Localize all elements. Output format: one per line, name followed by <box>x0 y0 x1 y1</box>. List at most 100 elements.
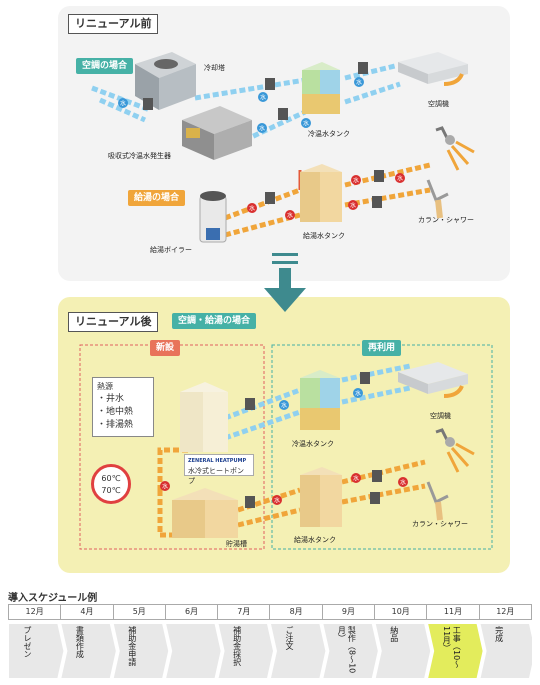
reuse-tag: 再利用 <box>362 340 402 356</box>
schedule-step <box>113 624 169 678</box>
pumps-before-hw <box>265 170 384 208</box>
label-storage-tank: 貯湯槽 <box>226 540 247 548</box>
month-header: 11月 <box>427 604 480 620</box>
heatpump-brand-logo: ZENERAL HEATPUMP 水冷式ヒートポンプ <box>184 454 254 485</box>
label-absorption-chiller: 吸収式冷温水発生器 <box>108 152 171 160</box>
schedule-tasks: プレゼン 書類作成 補助金申請 補助金採択 ご注文 製作（8〜10月） 納品 工事（10〜11… <box>8 624 532 678</box>
hotwater-case-tag: 給湯の場合 <box>128 190 186 206</box>
label-hot-tank-after: 給湯水タンク <box>294 536 336 544</box>
hot-tank-before-icon <box>300 164 342 222</box>
ac-unit-after-icon <box>398 362 468 394</box>
boiler-icon <box>199 191 227 243</box>
schedule-step <box>9 624 64 678</box>
heat-source-item: ・排湯熱 <box>97 420 134 430</box>
water-mark-text: 水 <box>120 100 126 108</box>
label-boiler: 給湯ボイラー <box>150 246 192 254</box>
month-header: 5月 <box>113 604 166 620</box>
schedule-step-label: 完成 <box>494 626 504 642</box>
water-mark-text: 水 <box>259 125 265 133</box>
water-mark-text: 水 <box>162 483 168 491</box>
ac-case-tag: 空調の場合 <box>76 58 134 74</box>
schedule-step-label-wrap: プレゼン <box>8 624 60 678</box>
cooling-tower-icon <box>135 52 196 110</box>
schedule-step-label: 納品 <box>389 626 399 642</box>
heat-source-box: 熱源 ・井水 ・地中熱 ・排湯熱 <box>92 377 154 437</box>
ac-airflow-icon <box>443 73 464 86</box>
red-water-marks-before: 水水水水水 <box>247 173 405 220</box>
label-ac-unit-after: 空調機 <box>430 412 451 420</box>
schedule-step-label-wrap: 製作（8〜10月） <box>322 624 374 678</box>
water-mark-text: 水 <box>356 79 362 87</box>
schedule-step <box>271 624 326 678</box>
water-mark-text: 水 <box>353 475 359 483</box>
month-header: 10月 <box>375 604 428 620</box>
month-header: 9月 <box>322 604 376 620</box>
month-header: 12月 <box>479 604 532 620</box>
schedule-step-label-wrap: 補助金申請 <box>113 624 165 678</box>
label-cold-tank-after: 冷温水タンク <box>292 440 334 448</box>
heat-pump-icon <box>180 382 228 452</box>
month-header: 12月 <box>8 604 62 620</box>
water-mark-text: 水 <box>274 497 280 505</box>
label-heatpump: 水冷式ヒートポンプ <box>188 467 244 485</box>
absorption-chiller-icon <box>182 106 252 160</box>
before-title: リニューアル前 <box>68 14 159 34</box>
schedule-chevrons <box>9 624 532 678</box>
schedule-step <box>323 624 378 678</box>
schedule-step-label: 工事（10〜11月） <box>442 626 462 669</box>
water-mark-text: 水 <box>400 479 406 487</box>
cold-tank-before-icon <box>302 62 340 114</box>
shower-before-icon <box>426 126 475 219</box>
schedule-step-label: プレゼン <box>23 626 32 658</box>
label-shower-before: カラン・シャワー <box>418 216 474 224</box>
month-header: 4月 <box>61 604 114 620</box>
temp-60: 60℃ <box>101 474 121 483</box>
schedule-step-label: 書類作成 <box>75 626 85 658</box>
heat-source-item: ・地中熱 <box>97 407 134 417</box>
water-mark-text: 水 <box>281 402 287 410</box>
schedule-step-label-wrap: 納品 <box>375 624 427 678</box>
water-mark-text: 水 <box>260 94 266 102</box>
label-cold-tank-before: 冷温水タンク <box>308 130 350 138</box>
label-hot-tank-before: 給湯水タンク <box>303 232 345 240</box>
ac-unit-before-icon <box>398 52 468 84</box>
water-mark-text: 水 <box>350 202 356 210</box>
schedule-step <box>218 624 273 678</box>
water-mark-text: 水 <box>397 175 403 183</box>
storage-tank-icon <box>172 488 238 538</box>
water-mark-text: 水 <box>355 390 361 398</box>
after-title: リニューアル後 <box>68 312 159 332</box>
label-shower-after: カラン・シャワー <box>412 520 468 528</box>
schedule-step-label-wrap: 書類作成 <box>60 624 112 678</box>
heat-source-title: 熱源 <box>97 382 113 391</box>
schedule-step-label: 補助金採択 <box>232 626 242 666</box>
ac-airflow-after-icon <box>443 385 464 398</box>
schedule-step-label-wrap: 工事（10〜11月） <box>427 624 479 678</box>
pumps-after <box>245 372 382 508</box>
before-renewal-panel <box>58 6 510 281</box>
schedule-step <box>480 624 532 678</box>
schedule-step <box>375 624 431 678</box>
month-header: 7月 <box>218 604 271 620</box>
transition-arrow-icon <box>264 253 306 312</box>
schedule-step-label-wrap: ご注文 <box>270 624 322 678</box>
water-mark-text: 水 <box>303 120 309 128</box>
cold-pipes-after <box>224 363 411 441</box>
after-case-tag: 空調・給湯の場合 <box>172 313 257 329</box>
water-mark-text: 水 <box>287 212 293 220</box>
month-header: 6月 <box>165 604 219 620</box>
schedule-step-label: ご注文 <box>285 626 294 650</box>
label-cooling-tower: 冷却塔 <box>204 64 225 72</box>
schedule-step-label-wrap: 補助金採択 <box>218 624 270 678</box>
schedule-step-label: 補助金申請 <box>127 626 137 666</box>
heat-source-item: ・井水 <box>97 394 125 404</box>
month-header: 8月 <box>270 604 323 620</box>
water-mark-text: 水 <box>249 205 255 213</box>
new-install-tag: 新設 <box>150 340 181 356</box>
schedule-step <box>428 624 483 678</box>
schedule-step <box>61 624 116 678</box>
